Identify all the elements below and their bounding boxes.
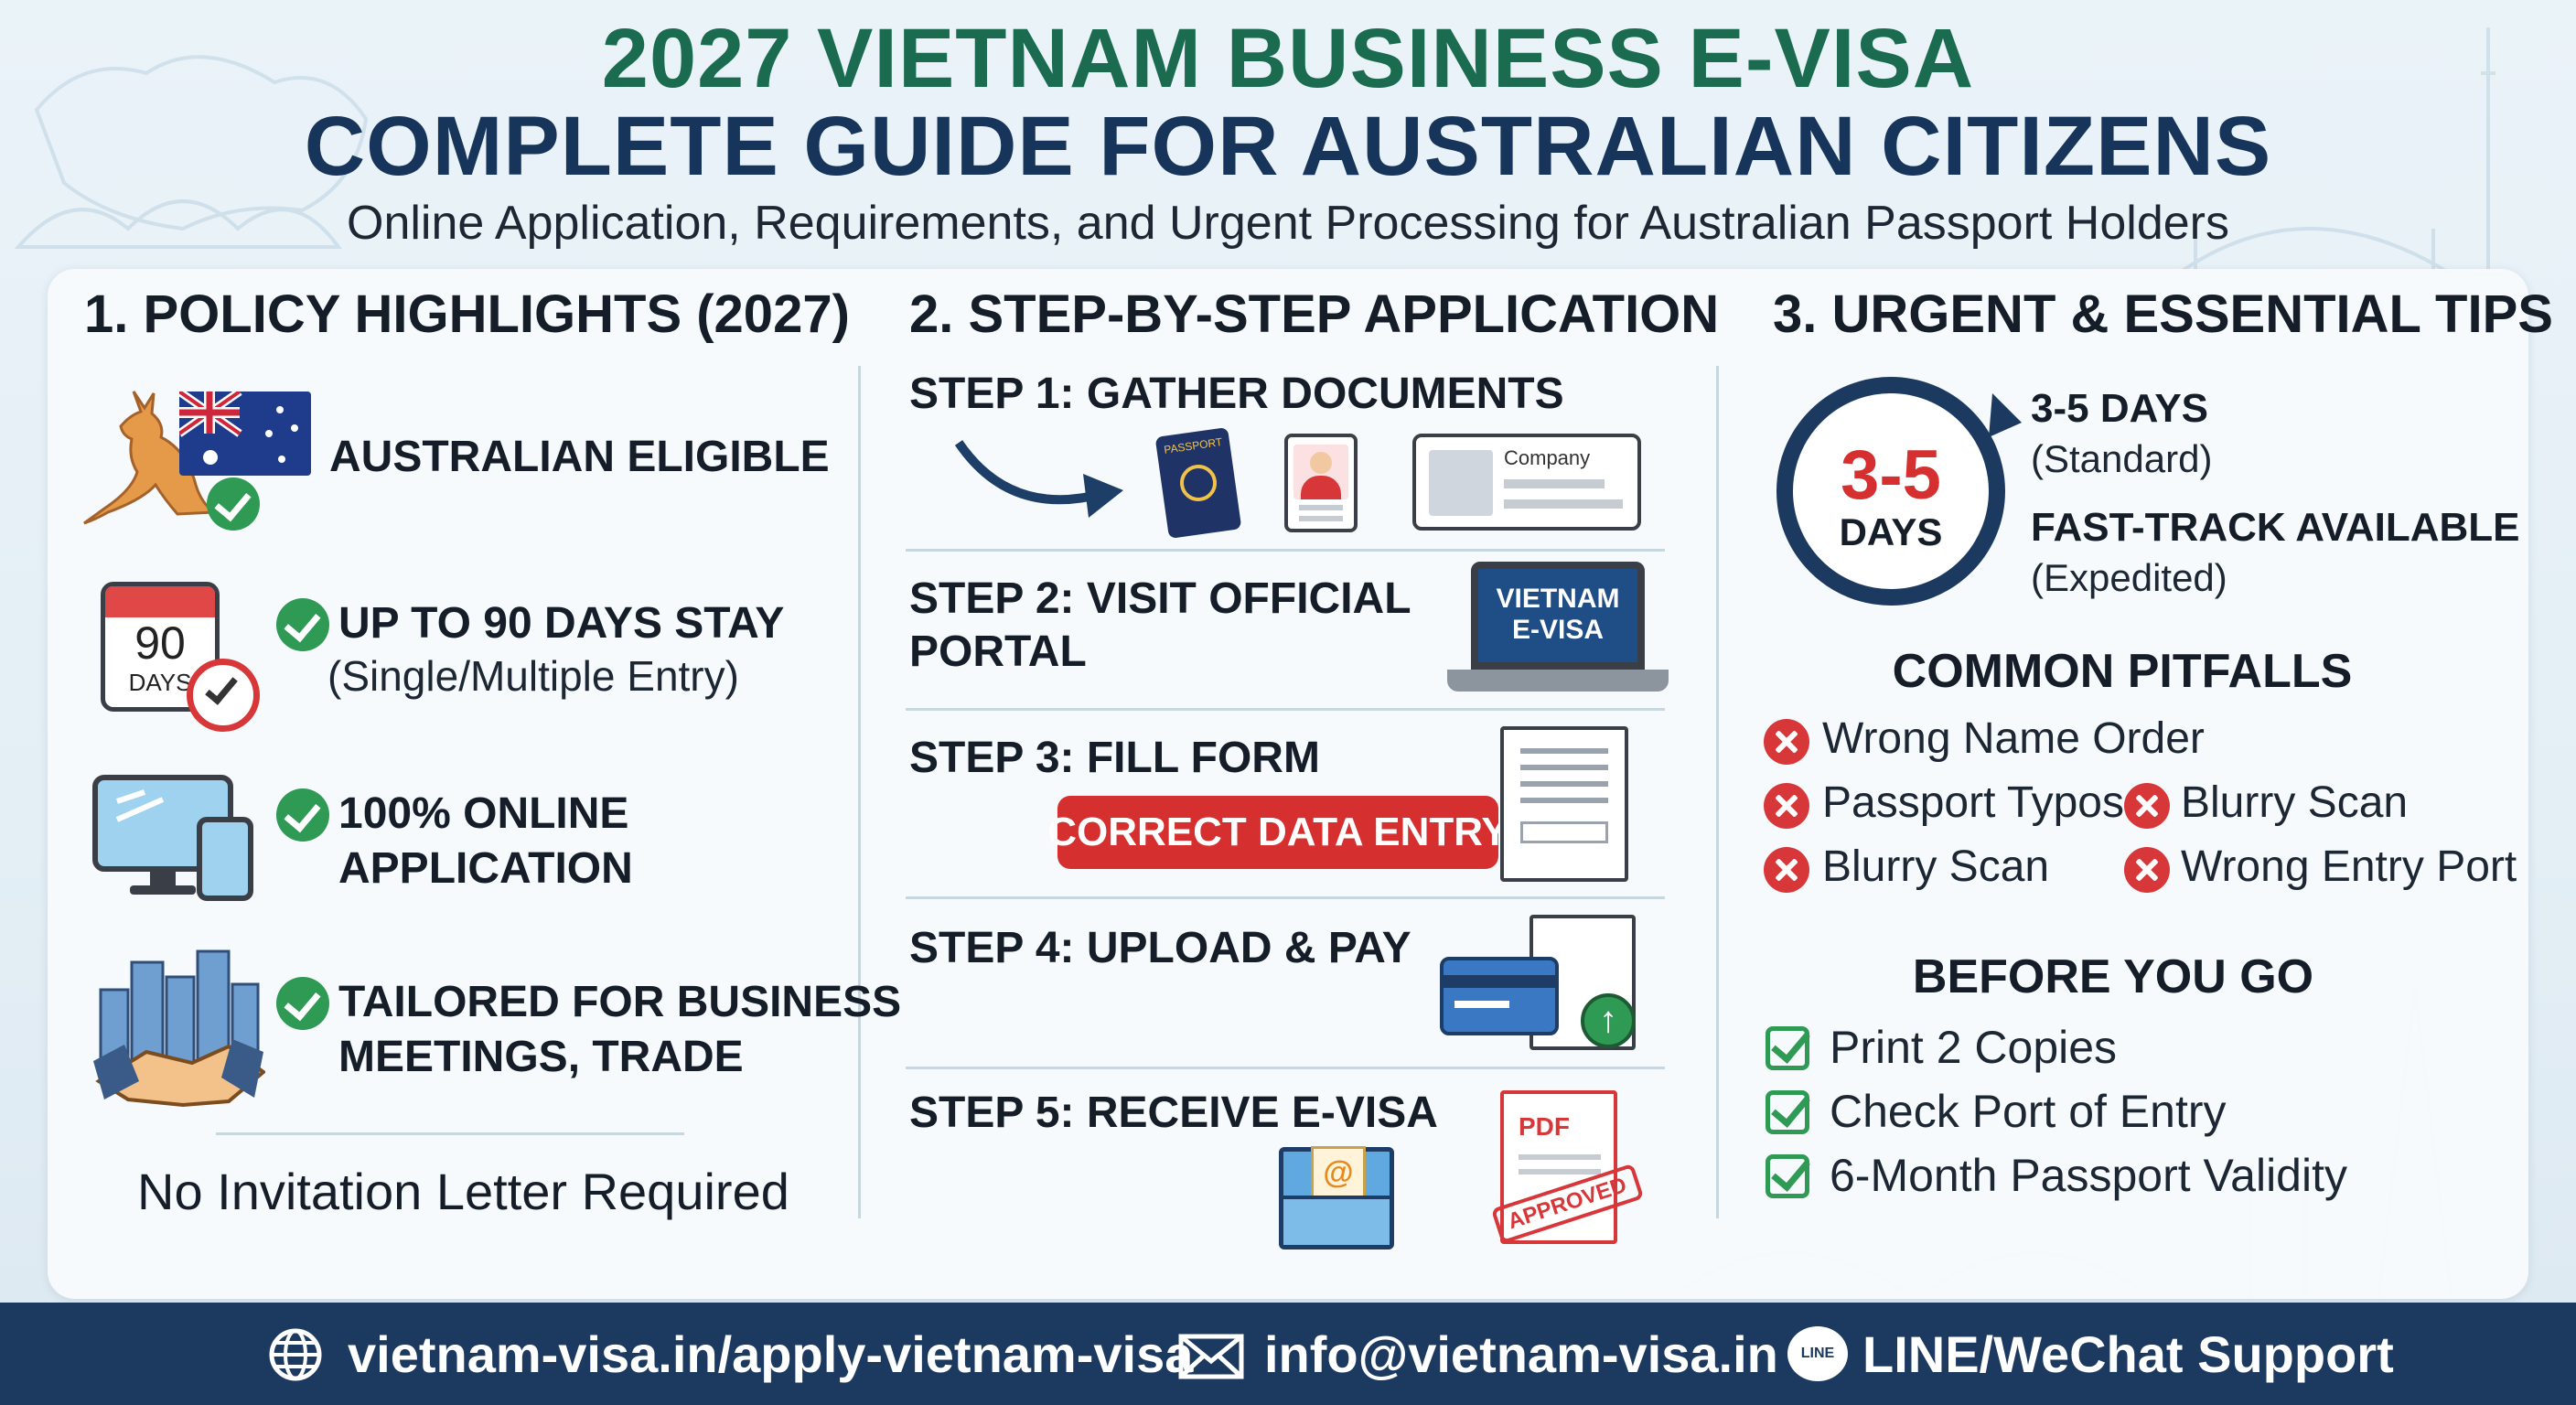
- checkbox-icon: [1766, 1090, 1809, 1134]
- page-title-line2: COMPLETE GUIDE FOR AUSTRALIAN CITIZENS: [304, 100, 2272, 193]
- standard-sub: (Standard): [2031, 437, 2213, 480]
- step-separator: [906, 549, 1665, 552]
- page-title-line1: 2027 VIETNAM BUSINESS E-VISA: [601, 12, 1975, 105]
- standard-head: 3-5 DAYS: [2031, 386, 2209, 431]
- email-icon: [1178, 1334, 1244, 1379]
- x-mark-icon: [1764, 719, 1809, 765]
- before-item: 6-Month Passport Validity: [1830, 1150, 2347, 1201]
- pitfall-item: Blurry Scan: [1822, 842, 2050, 891]
- line-wechat-support[interactable]: LINE/WeChat Support: [1862, 1325, 2394, 1383]
- pitfall-item: Passport Typos: [1822, 778, 2124, 827]
- check-icon: [276, 977, 329, 1030]
- pitfall-item: Wrong Entry Port: [2181, 842, 2517, 891]
- column-divider: [858, 366, 861, 1218]
- business-label-line2: MEETINGS, TRADE: [338, 1033, 744, 1081]
- online-label-line2: APPLICATION: [338, 844, 633, 893]
- no-invitation-note: No Invitation Letter Required: [137, 1163, 789, 1220]
- x-mark-icon: [1764, 783, 1809, 829]
- business-label-line1: TAILORED FOR BUSINESS: [338, 978, 902, 1026]
- globe-icon: [269, 1328, 322, 1381]
- x-mark-icon: [2124, 847, 2170, 893]
- online-label-line1: 100% ONLINE: [338, 789, 629, 838]
- steps-heading: 2. STEP-BY-STEP APPLICATION: [909, 284, 1720, 344]
- step-5-label: STEP 5: RECEIVE E-VISA: [909, 1089, 1438, 1137]
- footer-bar: vietnam-visa.in/apply-vietnam-visa info@…: [0, 1303, 2576, 1405]
- x-mark-icon: [1764, 847, 1809, 893]
- check-icon: [276, 598, 329, 651]
- step-3-label: STEP 3: FILL FORM: [909, 734, 1320, 782]
- step-2-label-line1: STEP 2: VISIT OFFICIAL: [909, 574, 1411, 623]
- page-subtitle: Online Application, Requirements, and Ur…: [347, 197, 2229, 250]
- step-2-label-line2: PORTAL: [909, 627, 1087, 676]
- step-1-label: STEP 1: GATHER DOCUMENTS: [909, 370, 1564, 418]
- step-separator: [906, 896, 1665, 899]
- column-divider: [1716, 366, 1719, 1218]
- tips-heading: 3. URGENT & ESSENTIAL TIPS: [1773, 284, 2553, 344]
- before-item: Print 2 Copies: [1830, 1022, 2118, 1073]
- checkbox-icon: [1766, 1154, 1809, 1198]
- check-icon: [276, 788, 329, 842]
- policy-heading: 1. POLICY HIGHLIGHTS (2027): [84, 284, 850, 344]
- line-chat-icon: LINE: [1787, 1326, 1848, 1381]
- pitfall-item: Blurry Scan: [2181, 778, 2409, 827]
- eligible-label: AUSTRALIAN ELIGIBLE: [329, 433, 830, 481]
- website-link[interactable]: vietnam-visa.in/apply-vietnam-visa: [348, 1325, 1194, 1383]
- pitfalls-heading: COMMON PITFALLS: [1892, 645, 2353, 698]
- x-mark-icon: [2124, 783, 2170, 829]
- before-item: Check Port of Entry: [1830, 1086, 2227, 1137]
- check-icon: [207, 477, 260, 531]
- email-link[interactable]: info@vietnam-visa.in: [1264, 1325, 1778, 1383]
- step-4-label: STEP 4: UPLOAD & PAY: [909, 924, 1411, 972]
- checkbox-icon: [1766, 1026, 1809, 1070]
- fast-track-head: FAST-TRACK AVAILABLE: [2031, 505, 2520, 550]
- pitfall-item: Wrong Name Order: [1822, 714, 2205, 763]
- stay-sub: (Single/Multiple Entry): [327, 652, 739, 700]
- correct-data-entry-banner: CORRECT DATA ENTRY: [1047, 796, 1508, 869]
- fast-track-sub: (Expedited): [2031, 556, 2227, 599]
- step-separator: [906, 708, 1665, 711]
- stay-label: UP TO 90 DAYS STAY: [338, 599, 785, 648]
- before-heading: BEFORE YOU GO: [1912, 950, 2314, 1003]
- step-separator: [906, 1067, 1665, 1069]
- section-divider: [216, 1132, 684, 1135]
